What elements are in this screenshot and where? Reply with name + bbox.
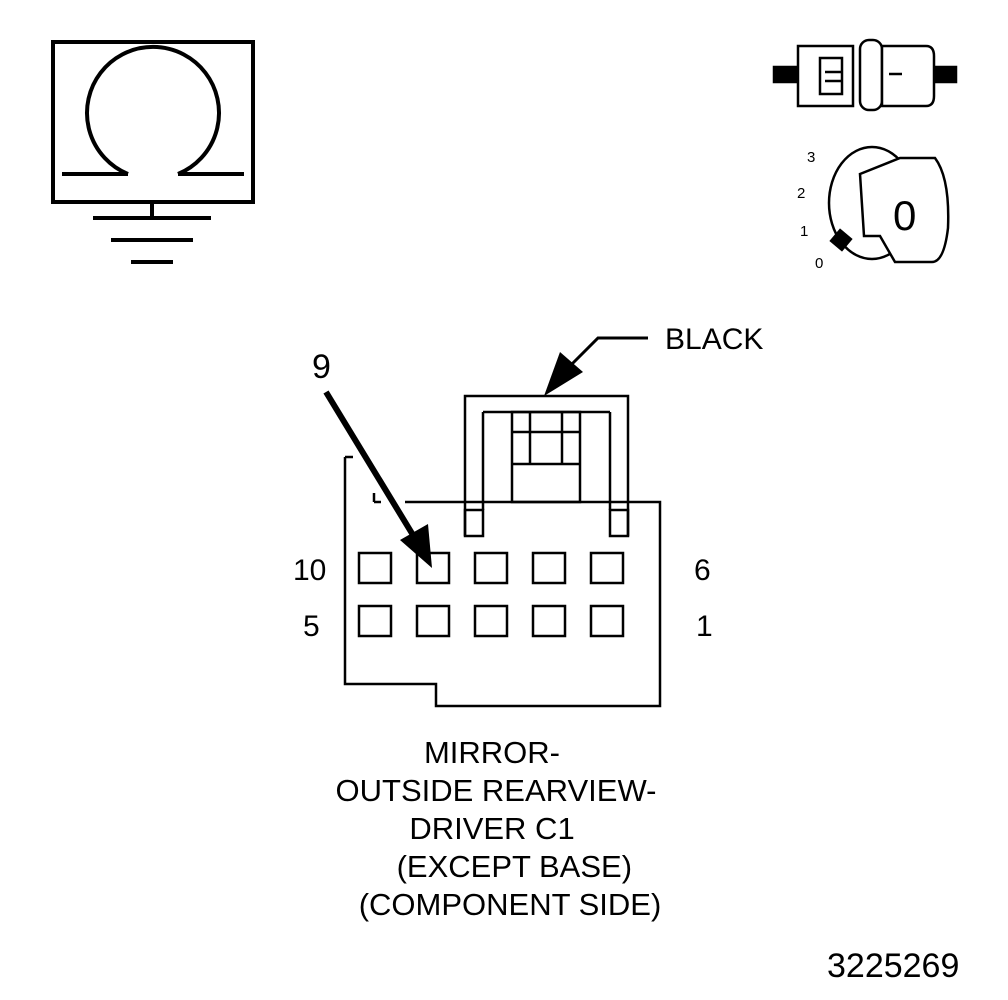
ignition-position-3: 3	[807, 149, 816, 166]
pin-label-bottom-right: 1	[696, 610, 713, 643]
ignition-key-icon	[827, 145, 950, 264]
pin-label-bottom-left: 5	[303, 610, 320, 643]
pin-cavity	[589, 551, 625, 585]
pin-cavity	[473, 551, 509, 585]
pin-cavity	[415, 604, 451, 638]
ignition-key-label: 0	[893, 192, 917, 239]
connector-color-label: BLACK	[665, 323, 764, 356]
caption-line: (EXCEPT BASE)	[387, 849, 633, 884]
pin-label-top-right: 6	[694, 554, 711, 587]
caption-line: DRIVER C1	[409, 811, 575, 846]
ignition-position-1: 1	[800, 223, 809, 240]
connector-caption: MIRROR- OUTSIDE REARVIEW- DRIVER C1 (EXC…	[290, 734, 730, 924]
caption-line: MIRROR-	[423, 735, 561, 770]
pin-cavity	[357, 551, 393, 585]
disconnected-connector-icon	[772, 38, 958, 112]
color-leader-arrow	[544, 336, 648, 396]
pin-cavities	[357, 551, 625, 638]
pin-cavity	[531, 551, 567, 585]
caption-line: OUTSIDE REARVIEW-	[335, 773, 657, 808]
pin-cavity	[357, 604, 393, 638]
ignition-position-2: 2	[797, 185, 806, 202]
figure-number: 3225269	[827, 947, 960, 985]
connector-body	[343, 394, 662, 708]
callout-pin-number: 9	[312, 348, 331, 386]
pin-cavity	[473, 604, 509, 638]
pin-cavity	[589, 604, 625, 638]
pin-cavity	[531, 604, 567, 638]
caption-line: (COMPONENT SIDE)	[358, 887, 662, 922]
ignition-position-0: 0	[815, 255, 824, 272]
ohm-meter-icon	[51, 40, 255, 264]
pin-cavity	[415, 551, 451, 585]
pin-label-top-left: 10	[293, 554, 327, 587]
pin-callout-arrow	[323, 390, 432, 568]
